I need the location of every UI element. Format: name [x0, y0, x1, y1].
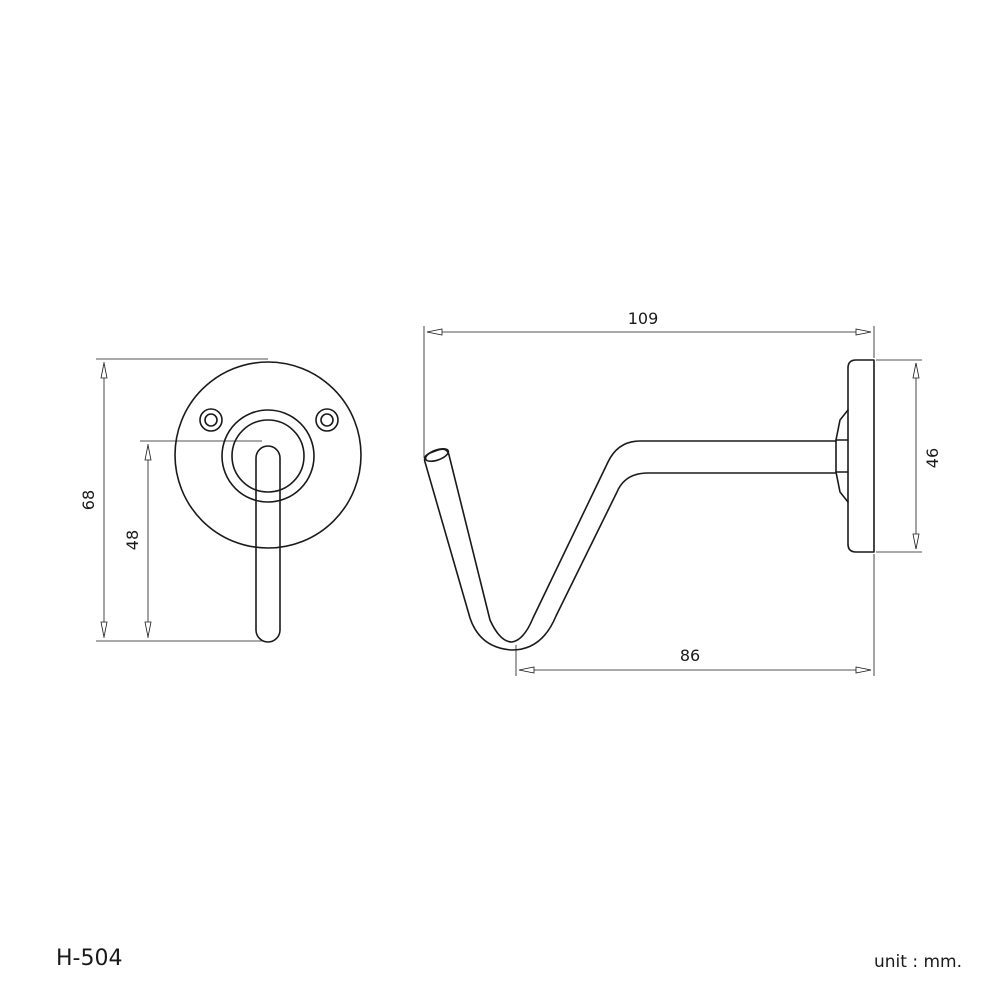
hook-stem: [255, 445, 281, 643]
dim-side-length: 109: [628, 309, 659, 328]
hook-tip: [424, 447, 450, 463]
wall-plate: [847, 359, 875, 553]
hook-rod: [423, 440, 837, 651]
model-number: H-504: [56, 946, 123, 971]
boss-outer: [221, 409, 315, 503]
screw-hole-right-inner: [320, 413, 334, 427]
dim-side-projection: 86: [680, 646, 700, 665]
base-plate: [174, 361, 362, 549]
boss-inner: [231, 419, 305, 493]
unit-label: unit : mm.: [874, 952, 962, 972]
screw-hole-left-inner: [204, 413, 218, 427]
dim-front-height: 68: [79, 490, 98, 510]
screw-hole-left-outer: [199, 408, 223, 432]
screw-hole-right-outer: [315, 408, 339, 432]
dim-side-plate-height: 46: [923, 448, 942, 468]
front-view: 68 48: [79, 358, 362, 643]
side-view: 109 46 86: [423, 309, 942, 676]
wall-boss: [835, 409, 849, 503]
dim-front-hook-height: 48: [123, 530, 142, 550]
